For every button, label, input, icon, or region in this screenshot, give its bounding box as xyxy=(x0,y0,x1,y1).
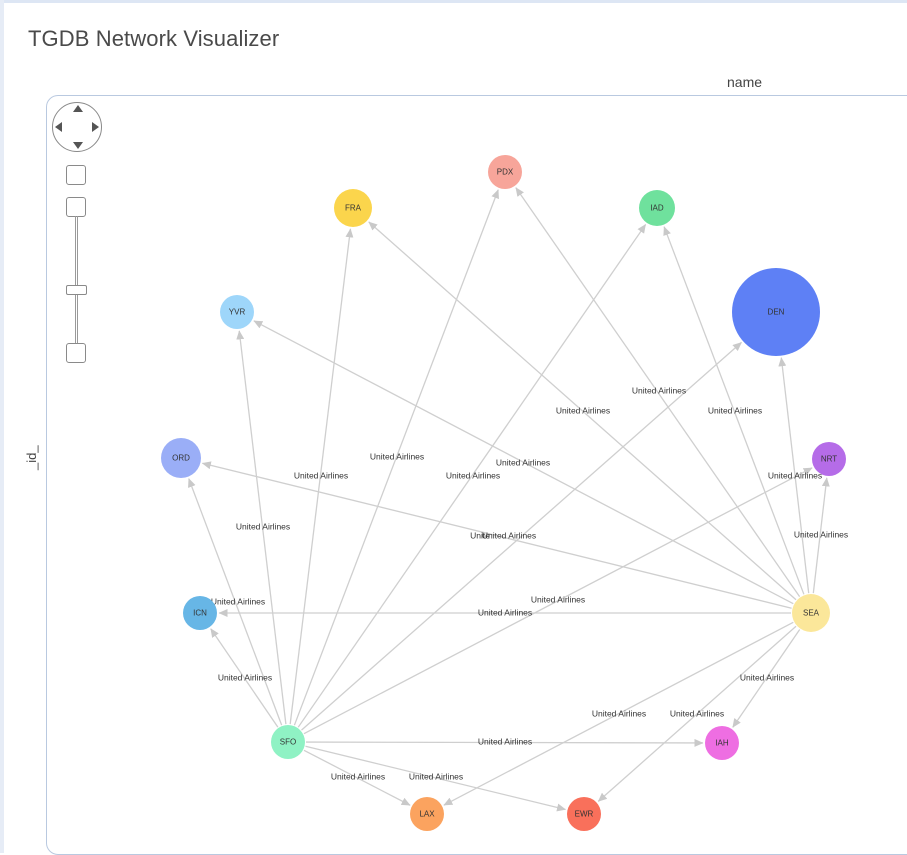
edge-label: United Airlines xyxy=(478,736,532,746)
node-circle[interactable] xyxy=(705,726,739,760)
edge-label: United Airlines xyxy=(446,470,500,480)
node-sea[interactable]: SEA xyxy=(792,594,830,632)
edge-sfo-pdx[interactable] xyxy=(293,189,499,726)
edge-label: United Airlines xyxy=(708,405,762,415)
node-iad[interactable]: IAD xyxy=(639,190,675,226)
node-circle[interactable] xyxy=(488,155,522,189)
edge-label: Unite xyxy=(470,530,490,540)
nodes-layer: PDX FRA IAD DEN YVR ORD NRT ICN SEA SFO IAH LAX EWR xyxy=(161,155,846,831)
node-label: SFO xyxy=(280,738,296,747)
node-lax[interactable]: LAX xyxy=(410,797,444,831)
zoom-out-button[interactable] xyxy=(66,343,86,363)
edge-label: United Airlines xyxy=(632,385,686,395)
pan-up-icon[interactable] xyxy=(73,105,83,112)
node-label: YVR xyxy=(229,308,246,317)
node-label: SEA xyxy=(803,609,820,618)
node-label: FRA xyxy=(345,204,362,213)
pan-right-icon[interactable] xyxy=(92,122,99,132)
edges-layer xyxy=(188,187,830,812)
edge-label: United Airlines xyxy=(794,529,848,539)
node-circle[interactable] xyxy=(410,797,444,831)
node-icn[interactable]: ICN xyxy=(183,596,217,630)
node-pdx[interactable]: PDX xyxy=(488,155,522,189)
node-circle[interactable] xyxy=(271,725,305,759)
node-ewr[interactable]: EWR xyxy=(567,797,601,831)
edge-sea-den[interactable] xyxy=(778,357,810,594)
edge-sea-lax[interactable] xyxy=(443,621,794,806)
zoom-slider-thumb[interactable] xyxy=(66,285,87,295)
node-ord[interactable]: ORD xyxy=(161,438,201,478)
node-label: IAD xyxy=(650,204,664,213)
node-label: PDX xyxy=(497,168,514,177)
edge-sea-yvr[interactable] xyxy=(253,320,794,605)
node-circle[interactable] xyxy=(567,797,601,831)
edge-sfo-iad[interactable] xyxy=(297,224,647,728)
node-circle[interactable] xyxy=(639,190,675,226)
x-axis-label: name xyxy=(727,74,763,90)
edge-sfo-nrt[interactable] xyxy=(303,467,813,735)
page-title: TGDB Network Visualizer xyxy=(28,26,280,51)
zoom-slider-track[interactable] xyxy=(75,216,78,344)
edge-sfo-fra[interactable] xyxy=(289,228,354,725)
node-den[interactable]: DEN xyxy=(732,268,820,356)
node-circle[interactable] xyxy=(183,596,217,630)
edge-label: United Airlines xyxy=(670,708,724,718)
edge-label: United Airlines xyxy=(331,771,385,781)
node-circle[interactable] xyxy=(220,295,254,329)
edge-sea-nrt[interactable] xyxy=(812,477,830,594)
edge-sfo-lax[interactable] xyxy=(303,749,411,806)
fit-view-button[interactable] xyxy=(66,165,86,185)
node-circle[interactable] xyxy=(812,442,846,476)
node-label: NRT xyxy=(821,455,837,464)
edge-sea-pdx[interactable] xyxy=(515,187,801,597)
zoom-in-button[interactable] xyxy=(66,197,86,217)
edge-sfo-icn[interactable] xyxy=(210,628,279,728)
window-left-border xyxy=(0,0,4,853)
edge-sfo-yvr[interactable] xyxy=(236,330,287,725)
edge-label: United Airlines xyxy=(592,708,646,718)
edge-sfo-iah[interactable] xyxy=(305,738,704,747)
edge-label: United Airlines xyxy=(218,672,272,682)
edge-sea-iah[interactable] xyxy=(732,629,801,728)
edge-label: United Airlines xyxy=(496,457,550,467)
node-fra[interactable]: FRA xyxy=(334,189,372,227)
window-top-border xyxy=(0,0,907,3)
pan-down-icon[interactable] xyxy=(73,142,83,149)
edge-label: United Airlines xyxy=(740,672,794,682)
edge-label: United Airlines xyxy=(409,771,463,781)
node-circle[interactable] xyxy=(334,189,372,227)
node-circle[interactable] xyxy=(732,268,820,356)
edge-label: United Airlines xyxy=(768,470,822,480)
pan-control[interactable] xyxy=(52,102,102,152)
edge-label: United Airlines xyxy=(236,521,290,531)
edge-sea-ewr[interactable] xyxy=(597,625,797,802)
node-yvr[interactable]: YVR xyxy=(220,295,254,329)
edge-sfo-ewr[interactable] xyxy=(305,745,567,812)
node-circle[interactable] xyxy=(161,438,201,478)
node-sfo[interactable]: SFO xyxy=(271,725,305,759)
edge-sea-fra[interactable] xyxy=(368,221,797,601)
edge-sea-ord[interactable] xyxy=(201,461,792,609)
edge-label: United Airlines xyxy=(531,594,585,604)
node-label: LAX xyxy=(419,810,435,819)
edge-sfo-ord[interactable] xyxy=(188,478,283,726)
node-nrt[interactable]: NRT xyxy=(812,442,846,476)
node-label: EWR xyxy=(575,810,594,819)
edge-label: United Airlines xyxy=(370,451,424,461)
node-label: IAH xyxy=(715,739,729,748)
node-circle[interactable] xyxy=(792,594,830,632)
node-iah[interactable]: IAH xyxy=(705,726,739,760)
edge-label: United Airlines xyxy=(294,470,348,480)
edge-sea-iad[interactable] xyxy=(663,226,805,595)
edge-label: United Airlines xyxy=(556,405,610,415)
node-label: ORD xyxy=(172,454,190,463)
edge-label: United Airlines xyxy=(211,596,265,606)
node-label: ICN xyxy=(193,609,207,618)
node-label: DEN xyxy=(768,308,785,317)
edge-label: United Airlines xyxy=(478,607,532,617)
pan-left-icon[interactable] xyxy=(55,122,62,132)
edge-label: United Airlines xyxy=(482,530,536,540)
